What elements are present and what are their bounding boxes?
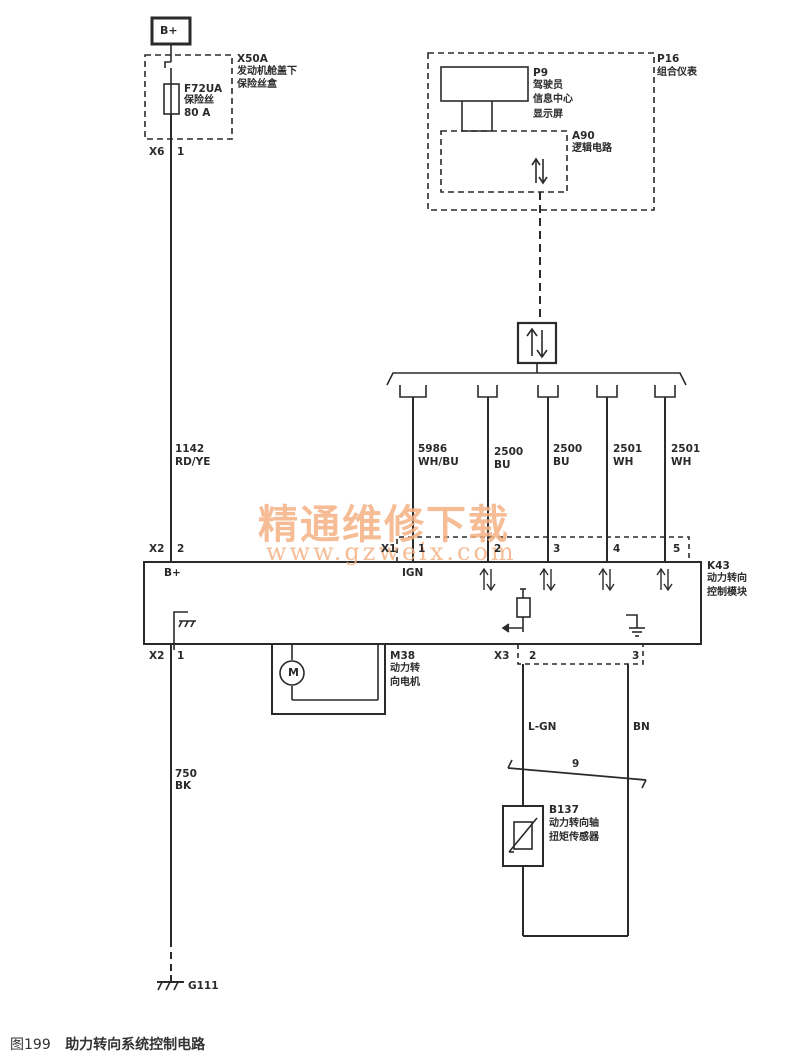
x6-pin: 1 bbox=[177, 146, 185, 158]
caption-title: 助力转向系统控制电路 bbox=[65, 1037, 206, 1053]
wire-2501a-color: WH bbox=[613, 456, 634, 468]
wire-2501a-circuit: 2501 bbox=[613, 443, 643, 455]
module-ign: IGN bbox=[402, 567, 424, 579]
fuse-rating: 80 A bbox=[184, 107, 211, 119]
display-box bbox=[440, 66, 529, 102]
module-id: K43 bbox=[707, 560, 730, 572]
x1-pin-5: 5 bbox=[673, 543, 681, 555]
watermark-title: 精通维修下载 bbox=[258, 501, 510, 548]
display-id: P9 bbox=[533, 67, 549, 79]
wire-5986-circuit: 5986 bbox=[418, 443, 448, 455]
fuse-box-id: X50A bbox=[237, 53, 268, 65]
watermark-url: www.gzweix.com bbox=[266, 538, 517, 566]
figure-caption: 图199 助力转向系统控制电路 bbox=[10, 1034, 205, 1054]
x6-connector: X6 bbox=[149, 146, 165, 158]
x2-bottom-pin: 1 bbox=[177, 650, 185, 662]
module-bplus: B+ bbox=[164, 567, 181, 579]
motor-name-1: 动力转 bbox=[390, 663, 420, 674]
wire-1142-circuit: 1142 bbox=[175, 443, 205, 455]
x1-pin-2: 2 bbox=[494, 543, 502, 555]
fuse-box-name-1: 发动机舱盖下 bbox=[237, 66, 297, 77]
power-label: B+ bbox=[160, 24, 178, 37]
x1-connector: X1 bbox=[381, 543, 397, 555]
ground-id: G111 bbox=[188, 980, 219, 992]
cluster-id: P16 bbox=[657, 53, 680, 65]
sensor-id: B137 bbox=[549, 804, 579, 816]
sensor-wire-right: BN bbox=[633, 721, 650, 733]
fuse-id: F72UA bbox=[184, 83, 223, 95]
sensor-name-1: 动力转向轴 bbox=[549, 818, 599, 829]
display-name-2: 信息中心 bbox=[533, 94, 573, 105]
motor-id: M38 bbox=[390, 650, 416, 662]
motor-name-2: 向电机 bbox=[390, 677, 420, 688]
sensor-wire-left: L-GN bbox=[528, 721, 557, 733]
wire-2500b-circuit: 2500 bbox=[553, 443, 583, 455]
motor-symbol-letter: M bbox=[288, 666, 299, 679]
twisted-pair-mark bbox=[507, 767, 647, 781]
x1-pin-3: 3 bbox=[553, 543, 561, 555]
x1-pin-4: 4 bbox=[613, 543, 621, 555]
fuse-box-name-2: 保险丝盒 bbox=[237, 79, 277, 90]
wire-2500b-color: BU bbox=[553, 456, 570, 468]
logic-name: 逻辑电路 bbox=[572, 143, 612, 154]
x1-pin-1: 1 bbox=[418, 543, 426, 555]
logic-box bbox=[440, 130, 568, 193]
module-name-1: 动力转向 bbox=[707, 573, 747, 584]
x3-connector: X3 bbox=[494, 650, 510, 662]
cluster-name: 组合仪表 bbox=[657, 67, 697, 78]
motor-symbol bbox=[279, 660, 305, 686]
x2-top-pin: 2 bbox=[177, 543, 185, 555]
module-name-2: 控制模块 bbox=[707, 587, 747, 598]
wire-2501b-circuit: 2501 bbox=[671, 443, 701, 455]
k43-module-box bbox=[143, 561, 702, 645]
wire-2500a-color: BU bbox=[494, 459, 511, 471]
wire-750-circuit: 750 bbox=[175, 768, 197, 780]
x3-pin-3: 3 bbox=[632, 650, 640, 662]
wire-5986-color: WH/BU bbox=[418, 456, 459, 468]
logic-id: A90 bbox=[572, 130, 595, 142]
serial-splice-box bbox=[516, 321, 558, 365]
wire-1142-color: RD/YE bbox=[175, 456, 211, 468]
wire-750-color: BK bbox=[175, 780, 192, 792]
wire-2500a-circuit: 2500 bbox=[494, 446, 524, 458]
x2-bottom-connector: X2 bbox=[149, 650, 165, 662]
display-name-1: 驾驶员 bbox=[533, 80, 563, 91]
display-name-3: 显示屏 bbox=[533, 109, 563, 120]
caption-fig: 图199 bbox=[10, 1037, 51, 1053]
sensor-name-2: 扭矩传感器 bbox=[549, 832, 599, 843]
fuse-type: 保险丝 bbox=[184, 95, 214, 106]
x2-top-connector: X2 bbox=[149, 543, 165, 555]
wire-2501b-color: WH bbox=[671, 456, 692, 468]
fuse-box-outline bbox=[144, 54, 233, 140]
x3-pin-2: 2 bbox=[529, 650, 537, 662]
twist-count: 9 bbox=[572, 758, 580, 770]
